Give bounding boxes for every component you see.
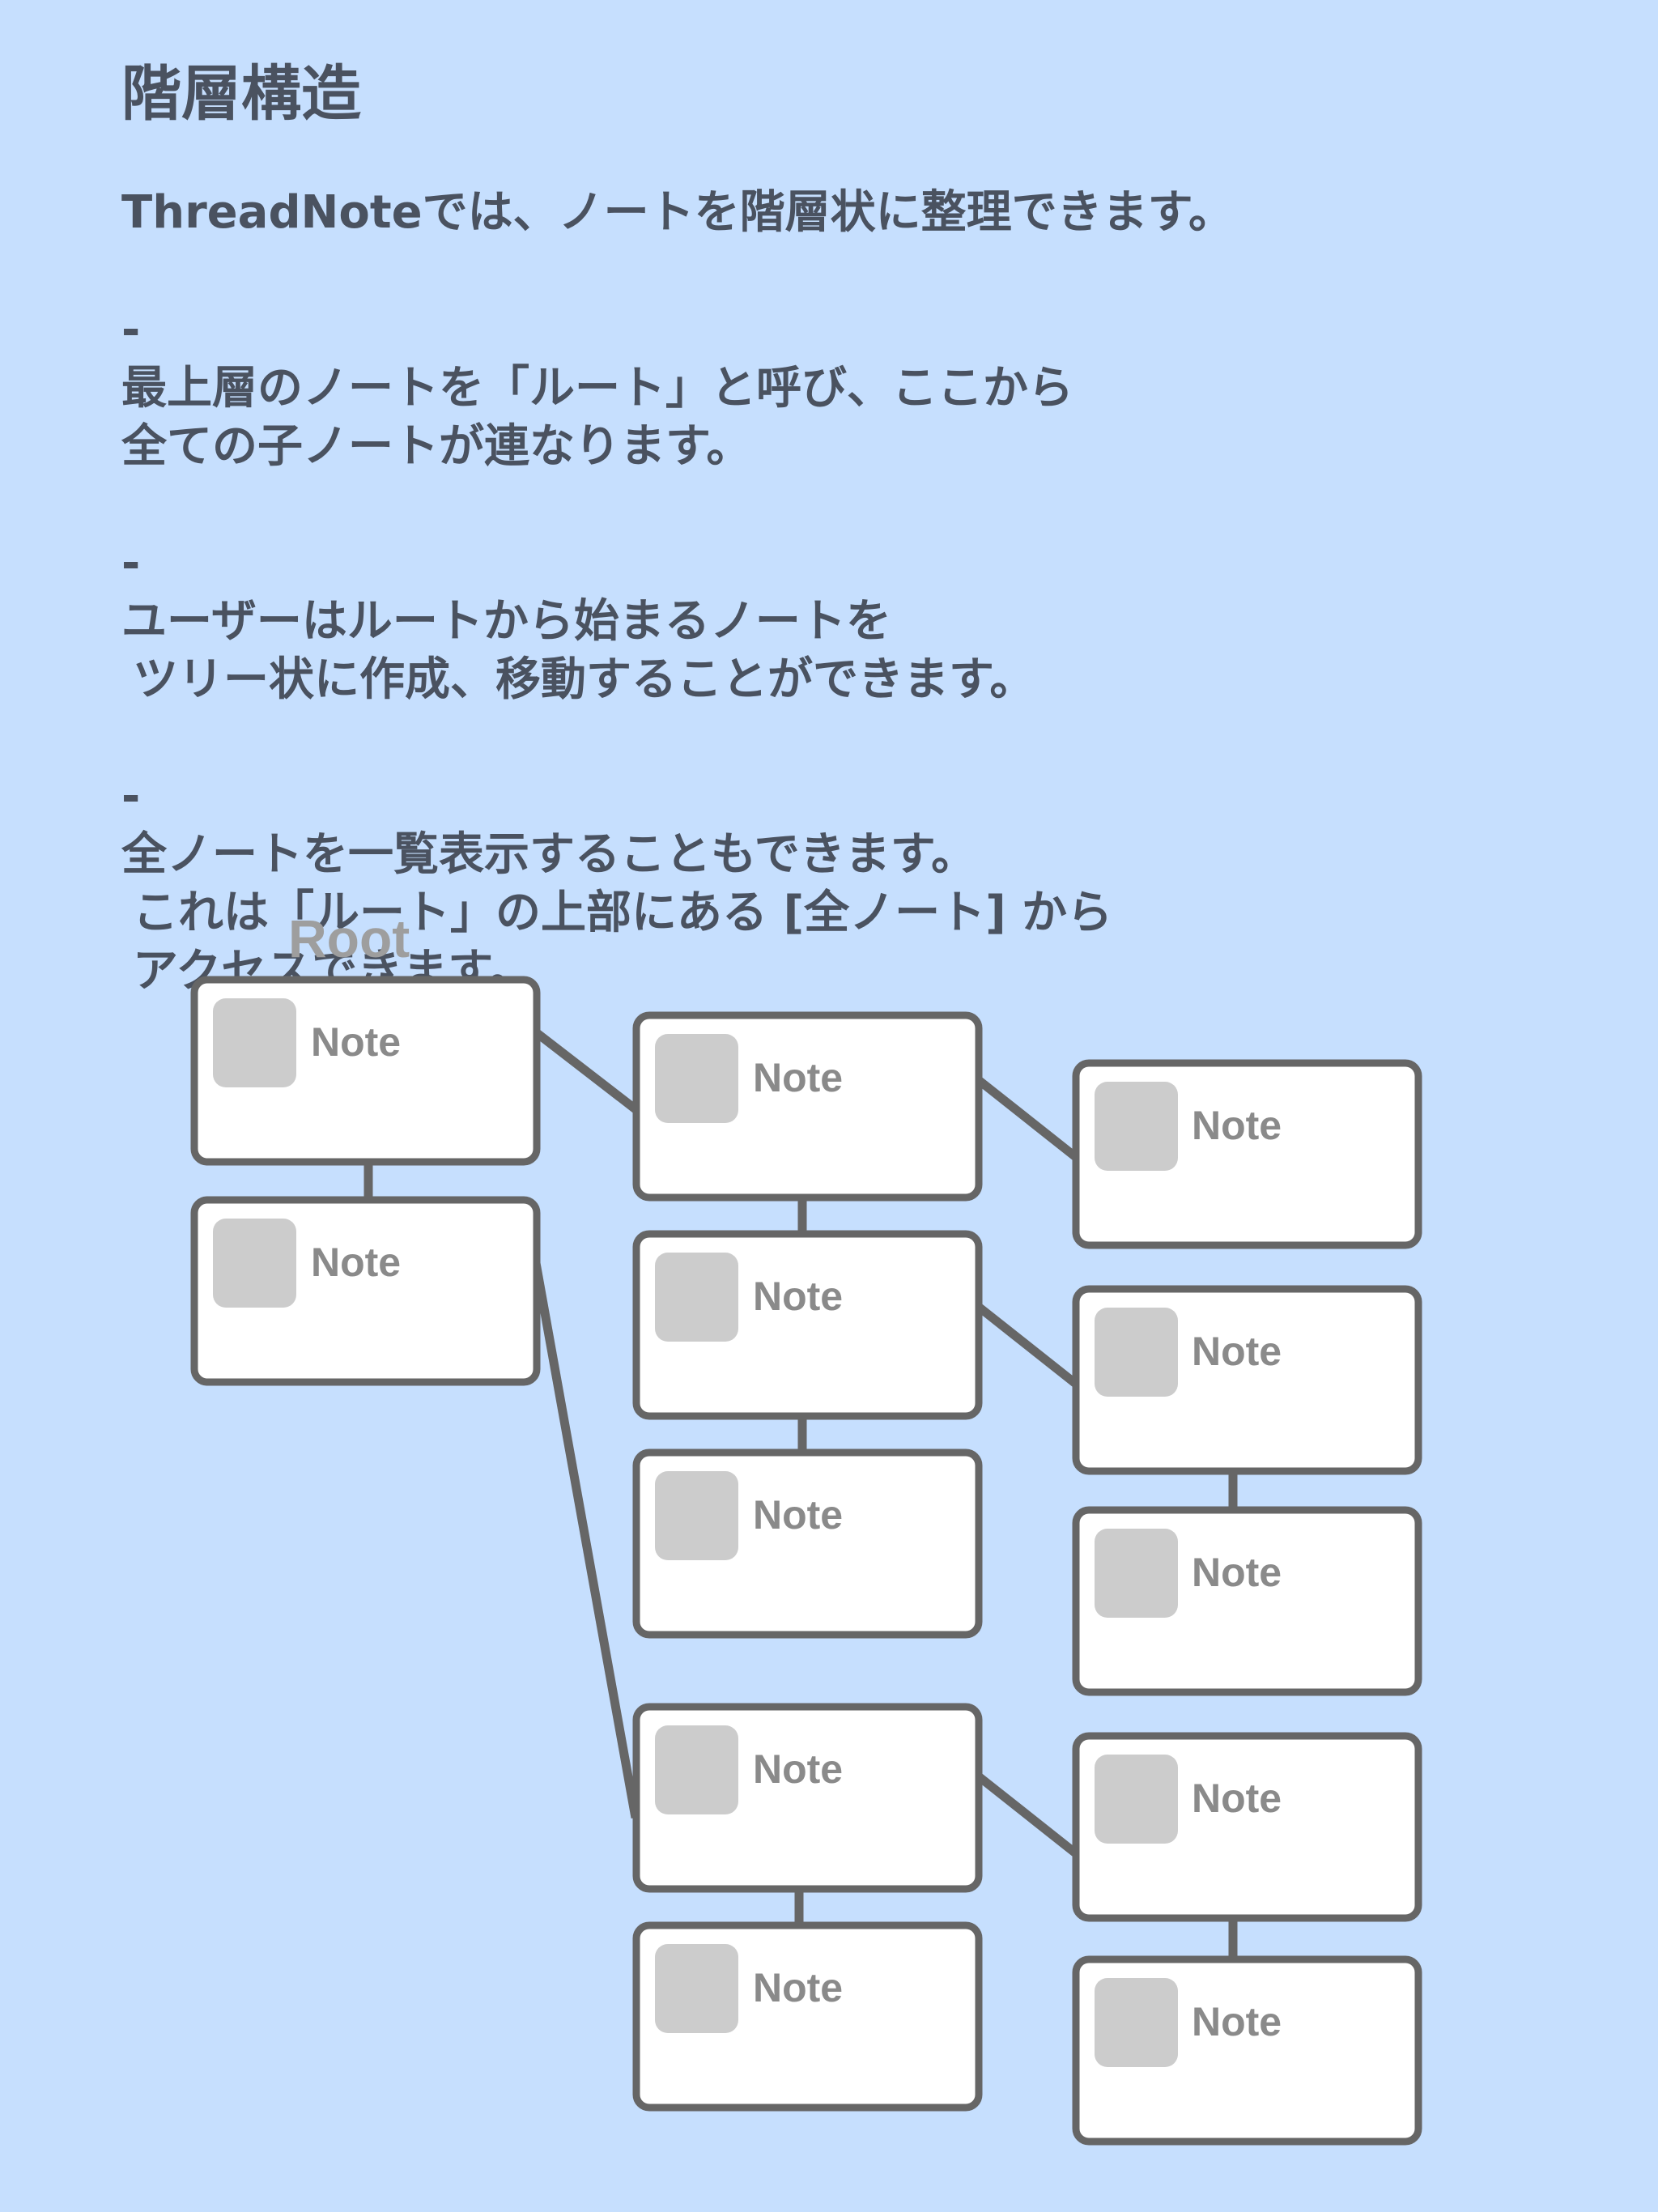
connectors <box>363 1028 1238 1958</box>
note-label: Note <box>1192 1999 1282 2044</box>
bullet-line: 全ノートを一覧表示することもできます。 <box>121 828 977 881</box>
bullet-dash: - <box>121 304 141 356</box>
note-thumbnail <box>1095 1978 1178 2067</box>
note-label: Note <box>1192 1103 1282 1148</box>
page-title: 階層構造 <box>121 59 361 129</box>
note-label: Note <box>311 1019 401 1065</box>
note-thumbnail <box>1095 1755 1178 1844</box>
bullet-line: ユーザーはルートから始まるノートを <box>121 595 891 648</box>
note-thumbnail <box>1095 1308 1178 1397</box>
note-card: Note <box>1072 1059 1422 1249</box>
note-thumbnail <box>213 1219 296 1308</box>
connector-line <box>976 1077 1080 1162</box>
connector-line <box>976 1304 1080 1389</box>
note-label: Note <box>1192 1329 1282 1374</box>
bullet-tree: - ユーザーはルートから始まるノートを ツリー状に作成、移動することができます。 <box>121 534 1579 709</box>
note-card: Note <box>190 1196 541 1386</box>
bullet-text: ユーザーはルートから始まるノートを ツリー状に作成、移動することができます。 <box>121 537 1579 709</box>
note-thumbnail <box>655 1725 738 1814</box>
note-label: Note <box>753 1055 843 1100</box>
root-label: Root <box>288 908 410 968</box>
bullet-dash: - <box>121 537 141 589</box>
note-card: Note <box>1072 1955 1422 2146</box>
bullet-text: 全ノートを一覧表示することもできます。 これは「ルート」の上部にある [全ノート… <box>121 770 1579 1001</box>
note-thumbnail <box>655 1471 738 1560</box>
note-label: Note <box>311 1240 401 1285</box>
bullet-root: - 最上層のノートを「ルート」と呼び、ここから 全ての子ノートが連なります。 <box>121 301 1579 476</box>
note-thumbnail <box>655 1034 738 1123</box>
intro-text: ThreadNoteでは、ノートを階層状に整理できます。 <box>121 186 1235 239</box>
note-card: Note <box>632 1703 983 1893</box>
note-label: Note <box>753 1746 843 1792</box>
bullet-dash: - <box>121 770 141 823</box>
note-card: Note <box>632 1921 983 2112</box>
note-card: Note <box>632 1230 983 1420</box>
connector-line <box>976 1773 1080 1858</box>
note-label: Note <box>753 1492 843 1538</box>
bullet-line: ツリー状に作成、移動することができます。 <box>133 653 1035 706</box>
note-thumbnail <box>655 1944 738 2033</box>
bullet-line: 最上層のノートを「ルート」と呼び、ここから <box>121 362 1073 415</box>
note-thumbnail <box>1095 1529 1178 1618</box>
note-card: Note <box>1072 1732 1422 1922</box>
bullet-line: 全ての子ノートが連なります。 <box>121 420 752 473</box>
bullet-all-notes: - 全ノートを一覧表示することもできます。 これは「ルート」の上部にある [全ノ… <box>121 768 1579 1001</box>
bullet-line: これは「ルート」の上部にある [全ノート] から <box>133 887 1113 939</box>
note-card: Note <box>632 1011 983 1202</box>
note-card: Note <box>1072 1285 1422 1475</box>
note-card: Note <box>190 976 541 1166</box>
note-label: Note <box>753 1274 843 1319</box>
note-label: Note <box>1192 1550 1282 1595</box>
connector-line <box>531 1262 640 1819</box>
note-card: Note <box>632 1448 983 1639</box>
bullet-text: 最上層のノートを「ルート」と呼び、ここから 全ての子ノートが連なります。 <box>121 304 1579 476</box>
feature-bullets: - 最上層のノートを「ルート」と呼び、ここから 全ての子ノートが連なります。 -… <box>121 301 1579 1059</box>
note-card: Note <box>1072 1506 1422 1696</box>
note-label: Note <box>1192 1776 1282 1821</box>
note-thumbnail <box>1095 1082 1178 1171</box>
note-thumbnail <box>655 1253 738 1342</box>
note-label: Note <box>753 1965 843 2010</box>
note-thumbnail <box>213 998 296 1087</box>
connector-line <box>533 1028 639 1113</box>
